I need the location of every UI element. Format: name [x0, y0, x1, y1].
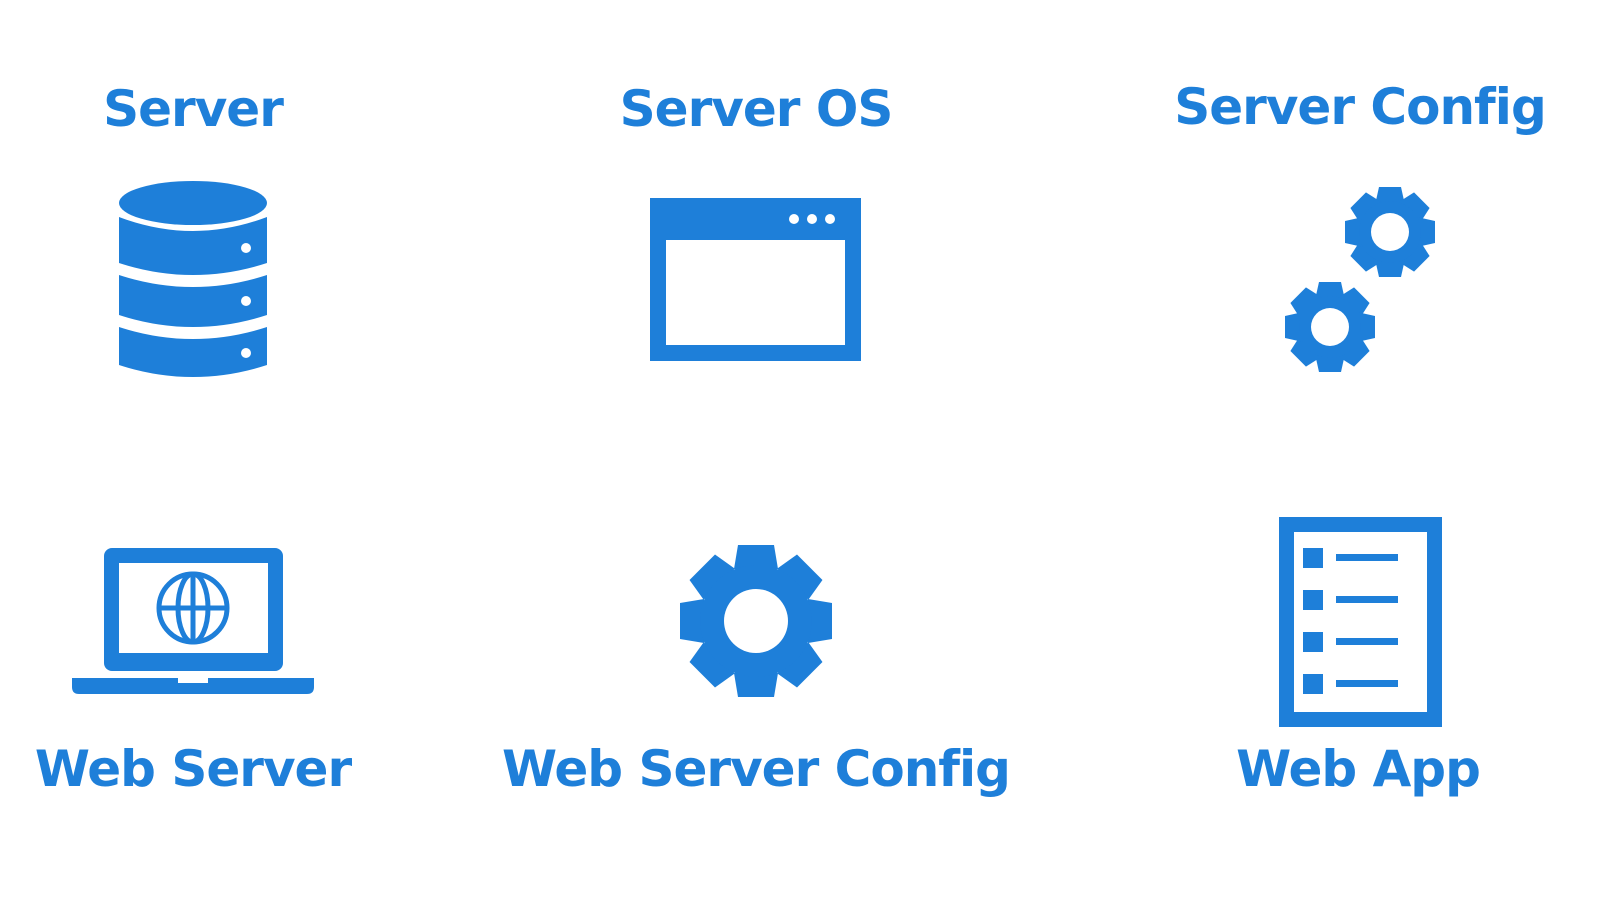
label-web-server-config: Web Server Config — [502, 740, 1011, 798]
gears-icon — [1285, 187, 1435, 372]
list-document-icon — [1279, 517, 1442, 727]
label-web-server: Web Server — [34, 740, 352, 798]
label-server-os: Server OS — [619, 80, 894, 138]
gear-icon — [680, 545, 832, 697]
window-icon — [650, 198, 861, 361]
laptop-globe-icon — [72, 548, 314, 694]
label-server-config: Server Config — [1174, 78, 1546, 136]
label-server: Server — [103, 80, 284, 138]
database-icon — [119, 181, 267, 377]
label-web-app: Web App — [1236, 740, 1481, 798]
